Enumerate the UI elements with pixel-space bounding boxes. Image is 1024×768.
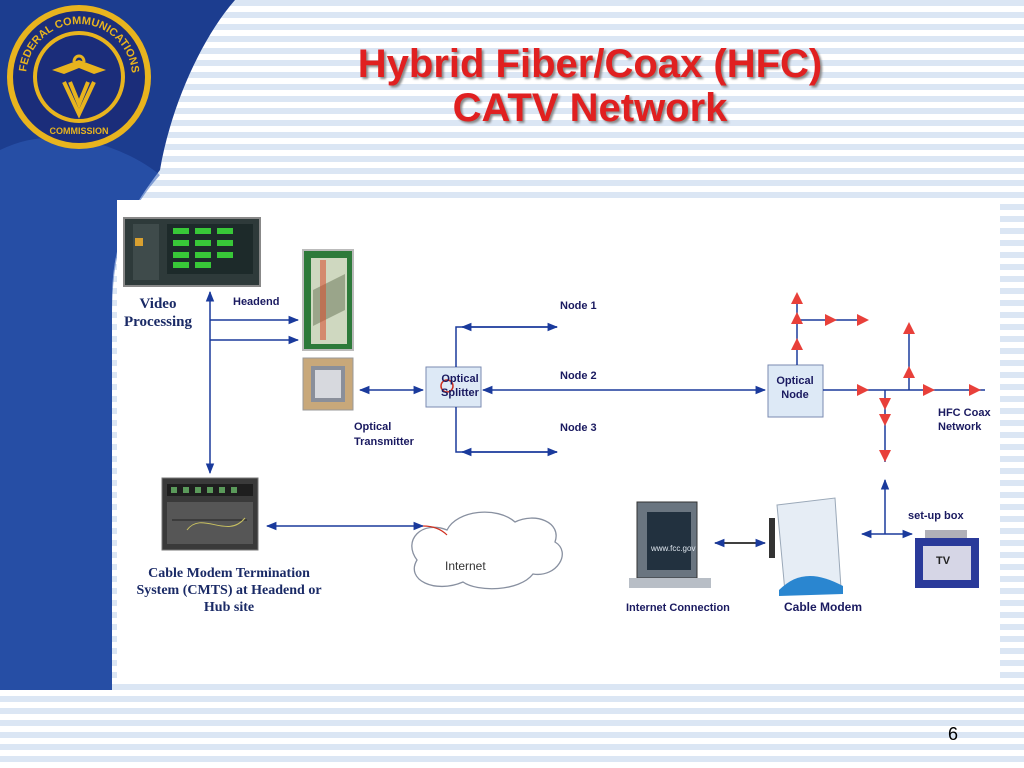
background-stripe <box>0 180 1024 186</box>
background-stripe <box>0 744 1024 750</box>
label-internet-connection: Internet Connection <box>626 602 730 614</box>
background-stripe <box>0 60 1024 66</box>
label-optical-splitter: Optical Splitter <box>436 372 484 400</box>
label-cmts: Cable Modem Termination System (CMTS) at… <box>120 565 338 616</box>
cmts-equipment-image <box>161 477 259 551</box>
title-line-2: CATV Network <box>452 86 728 130</box>
optical-node-box <box>767 364 824 418</box>
background-stripe <box>0 0 1024 6</box>
label-node-3: Node 3 <box>560 422 597 434</box>
label-monitor-screen: www.fcc.gov <box>651 544 696 553</box>
background-stripe <box>0 132 1024 138</box>
computer-monitor-image <box>629 501 711 588</box>
background-stripe <box>0 720 1024 726</box>
background-stripe <box>0 168 1024 174</box>
diagram-panel <box>117 200 1000 680</box>
label-optical-transmitter-line-2: Transmitter <box>354 436 414 448</box>
fcc-seal-logo: FEDERAL COMMUNICATIONS COMMISSION <box>7 5 151 149</box>
background-stripe <box>0 12 1024 18</box>
splitter-connector-icon <box>440 379 454 393</box>
label-internet: Internet <box>445 559 486 573</box>
coax-amplifier-icons <box>791 292 981 462</box>
title-line-1: Hybrid Fiber/Coax (HFC) <box>357 42 823 86</box>
label-node-1: Node 1 <box>560 300 597 312</box>
label-set-up-box: set-up box <box>908 510 964 522</box>
background-stripe <box>0 120 1024 126</box>
internet-cloud-icon <box>411 511 563 590</box>
background-stripe <box>0 156 1024 162</box>
left-swoosh <box>0 137 160 690</box>
optical-transmitter-image <box>302 357 354 411</box>
background-stripe <box>0 756 1024 762</box>
label-optical-node-line-2: Node <box>781 389 809 401</box>
label-video-processing-line-2: Processing <box>123 314 193 330</box>
hfc-network-diagram <box>117 200 1000 680</box>
label-cmts-line-1: Cable Modem Termination <box>148 566 310 581</box>
label-cable-modem: Cable Modem <box>784 600 863 614</box>
background-stripe <box>0 96 1024 102</box>
label-video-processing: Video Processing <box>118 295 198 331</box>
label-optical-node-line-1: Optical <box>776 375 814 387</box>
label-cmts-line-3: Hub site <box>203 600 255 615</box>
page-number: 6 <box>948 724 959 744</box>
label-hfc-coax-line-1: HFC Coax <box>938 407 991 419</box>
background-stripe <box>0 84 1024 90</box>
background-stripe <box>0 684 1024 690</box>
label-hfc-coax-line-2: Network <box>938 421 982 433</box>
background-stripe <box>0 732 1024 738</box>
label-optical-transmitter: Optical Transmitter <box>354 420 414 450</box>
background-stripe <box>0 192 1024 198</box>
background-stripe <box>0 108 1024 114</box>
background-stripe <box>0 696 1024 702</box>
label-hfc-coax-network: HFC Coax Network <box>938 406 991 434</box>
background-stripe <box>0 36 1024 42</box>
set-up-box-icon <box>925 530 967 538</box>
background-stripe <box>0 144 1024 150</box>
slide-title: Hybrid Fiber/Coax (HFC) CATV Network <box>280 42 900 130</box>
label-optical-node: Optical Node <box>771 374 819 402</box>
label-cmts-line-2: System (CMTS) at Headend or <box>136 583 322 598</box>
label-optical-splitter-line-1: Optical <box>441 373 479 385</box>
label-video-processing-line-1: Video <box>139 296 177 312</box>
background-stripe <box>0 708 1024 714</box>
svg-text:COMMISSION: COMMISSION <box>49 126 108 136</box>
video-processing-equipment-image <box>123 217 261 287</box>
headend-equipment-image <box>302 249 354 351</box>
label-headend: Headend <box>233 296 280 308</box>
label-node-2: Node 2 <box>560 370 597 382</box>
cable-modem-image <box>769 497 843 596</box>
background-stripe <box>0 24 1024 30</box>
background-stripe <box>0 72 1024 78</box>
background-stripe <box>0 48 1024 54</box>
label-tv: TV <box>936 555 951 567</box>
label-optical-splitter-line-2: Splitter <box>441 387 479 399</box>
cloud-link-tail <box>422 525 448 536</box>
label-optical-transmitter-line-1: Optical <box>354 421 392 433</box>
